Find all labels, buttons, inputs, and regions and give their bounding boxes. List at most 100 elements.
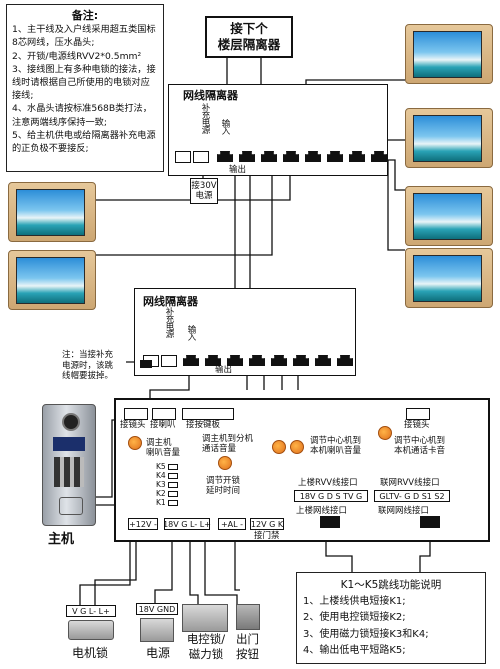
monitor-4 bbox=[405, 248, 493, 308]
keypad-label: 接按键板 bbox=[186, 420, 221, 430]
upstairs-net-label: 上楼网线接口 bbox=[296, 506, 348, 516]
rj45-port bbox=[239, 151, 255, 162]
jumper-pin[interactable] bbox=[167, 490, 178, 497]
monitor-screen bbox=[413, 193, 482, 240]
rj45-port bbox=[337, 355, 353, 366]
adj-card-2: 本机通话卡音 bbox=[394, 446, 446, 456]
main-unit-panel bbox=[42, 404, 96, 526]
monitor-6 bbox=[8, 250, 96, 310]
isolator-bottom: 网线隔离器 补充电源 输入 输出 bbox=[134, 288, 356, 376]
control-board: 接镜头 接喇叭 接按键板 接镜头 调主机 喇叭音量 调节开锁 延时时间 调主机到… bbox=[114, 398, 490, 542]
rj45-port bbox=[227, 355, 243, 366]
jumper-pin[interactable] bbox=[167, 472, 178, 479]
jumper-k3: K3 bbox=[156, 480, 178, 489]
monitor-5 bbox=[8, 182, 96, 242]
next-floor-label-2: 楼层隔离器 bbox=[217, 37, 281, 52]
rj45-port bbox=[371, 151, 387, 162]
keypad-icon bbox=[54, 457, 84, 487]
card-volume-knob[interactable] bbox=[378, 426, 392, 440]
card-reader-icon bbox=[59, 497, 83, 515]
jumper-note-2: 2、使用电控锁短接K2; bbox=[303, 612, 406, 623]
speaker-label: 接喇叭 bbox=[150, 420, 176, 430]
rj45-port bbox=[183, 355, 199, 366]
note-line-4: 4、水晶头请按标准568B类打法，注意两端线序保持一致; bbox=[12, 103, 152, 128]
mag-lock-label-2: 磁力锁 bbox=[188, 647, 224, 661]
jumper-function-box: K1～K5跳线功能说明 1、上楼线供电短接K1; 2、使用电控锁短接K2; 3、… bbox=[296, 572, 486, 664]
connector-speaker bbox=[152, 408, 176, 420]
connector-camera-2 bbox=[406, 408, 430, 420]
network-port-label: 联网RVV线接口 bbox=[380, 478, 440, 488]
note-line-3: 3、接线图上有多种电锁的接法，接线时请根据自己所使用的电锁对应接线; bbox=[12, 63, 156, 102]
jumper-note-3: 3、使用磁力锁短接K3和K4; bbox=[303, 628, 429, 640]
network-rj45 bbox=[420, 516, 440, 528]
upstairs-port-label: 上楼RVV线接口 bbox=[298, 478, 358, 488]
terminal-power: +12V - bbox=[128, 518, 158, 530]
supply-30v-box: 接30V 电源 bbox=[190, 178, 218, 204]
volume-knob[interactable] bbox=[128, 436, 142, 450]
jumper-side-note: 注：当接补充 电源时，该跳 线帽要拔掉。 bbox=[62, 350, 132, 382]
jumper-block: K5 K4 K3 K2 K1 bbox=[156, 462, 178, 507]
jumper-note-4: 4、输出低电平短路K5; bbox=[303, 645, 406, 656]
exit-button-label: 出门 按钮 bbox=[236, 632, 259, 662]
mag-lock-icon bbox=[182, 604, 228, 632]
adj-card-1: 调节中心机到 bbox=[394, 436, 446, 446]
supply-terminal bbox=[161, 355, 177, 367]
mag-lock-label: 电控锁/ 磁力锁 bbox=[176, 632, 236, 662]
adj-ext-2: 通话音量 bbox=[202, 444, 237, 454]
monitor-screen bbox=[413, 115, 482, 162]
camera2-label: 接镜头 bbox=[404, 420, 430, 430]
isolator-bottom-title: 网线隔离器 bbox=[143, 295, 198, 308]
center-volume-knob[interactable] bbox=[290, 440, 304, 454]
monitor-screen bbox=[413, 255, 482, 302]
rj45-port bbox=[271, 355, 287, 366]
terminal-lock: 18V G L- L+ bbox=[163, 518, 211, 530]
note-line-2: 2、开锁/电源线RVV2*0.5mm² bbox=[12, 50, 142, 62]
isolator-top-input-label: 输入 bbox=[220, 119, 230, 134]
monitor-1 bbox=[405, 24, 493, 84]
supply-note-2: 电源 bbox=[195, 191, 213, 201]
network-net-label: 联网网线接口 bbox=[378, 506, 430, 516]
monitor-screen bbox=[16, 189, 85, 236]
extension-volume-knob[interactable] bbox=[272, 440, 286, 454]
supply-terminal bbox=[193, 151, 209, 163]
rj45-port bbox=[283, 151, 299, 162]
connector-keypad bbox=[182, 408, 234, 420]
jumper-label: K3 bbox=[156, 480, 166, 489]
rj45-port bbox=[261, 151, 277, 162]
display-icon bbox=[53, 437, 85, 451]
rj45-port bbox=[305, 151, 321, 162]
isolator-bottom-input-label: 输入 bbox=[186, 325, 196, 340]
adj-unlock-1: 调节开锁 bbox=[206, 476, 241, 486]
notes-box: 备注: 1、主干线及入户线采用超五类国标8芯网线，压水晶头; 2、开锁/电源线R… bbox=[6, 4, 164, 172]
next-floor-label-1: 接下个 bbox=[230, 21, 268, 36]
electric-lock-icon bbox=[68, 620, 114, 640]
jumper-label: K1 bbox=[156, 498, 166, 507]
power-supply-icon bbox=[140, 618, 174, 642]
adj-self-label: 调节中心机到 本机喇叭音量 bbox=[310, 436, 361, 456]
side-note-2: 电源时，该跳 bbox=[62, 360, 114, 371]
rj45-port bbox=[349, 151, 365, 162]
jumper-label: K2 bbox=[156, 489, 166, 498]
adj-unlock-label: 调节开锁 延时时间 bbox=[206, 476, 240, 496]
unlock-delay-knob[interactable] bbox=[218, 456, 232, 470]
upstairs-terminals: 18V G D S TV G bbox=[294, 490, 368, 502]
note-line-1: 1、主干线及入户线采用超五类国标8芯网线，压水晶头; bbox=[12, 24, 156, 49]
jumper-label: K4 bbox=[156, 471, 166, 480]
adj-volume-2: 喇叭音量 bbox=[146, 448, 181, 458]
exit-button-icon bbox=[236, 604, 260, 630]
jumper-pin[interactable] bbox=[167, 481, 178, 488]
jumper-pin[interactable] bbox=[167, 499, 178, 506]
power-label: 电源 bbox=[146, 646, 171, 660]
rj45-port bbox=[315, 355, 331, 366]
next-floor-isolator: 接下个 楼层隔离器 bbox=[205, 16, 293, 58]
isolator-top-title: 网线隔离器 bbox=[183, 89, 238, 102]
adj-unlock-2: 延时时间 bbox=[206, 486, 241, 496]
jumper-pin[interactable] bbox=[167, 463, 178, 470]
rj45-port bbox=[327, 151, 343, 162]
jumper-note-1: 1、上楼线供电短接K1; bbox=[303, 595, 406, 607]
adj-card-label: 调节中心机到 本机通话卡音 bbox=[394, 436, 445, 456]
isolator-top: 网线隔离器 补充电源 输入 输出 bbox=[168, 84, 388, 176]
isolator-top-output-label: 输出 bbox=[229, 165, 247, 175]
network-terminals: GLTV- G D S1 S2 bbox=[374, 490, 450, 502]
camera-label: 接镜头 bbox=[120, 420, 146, 430]
